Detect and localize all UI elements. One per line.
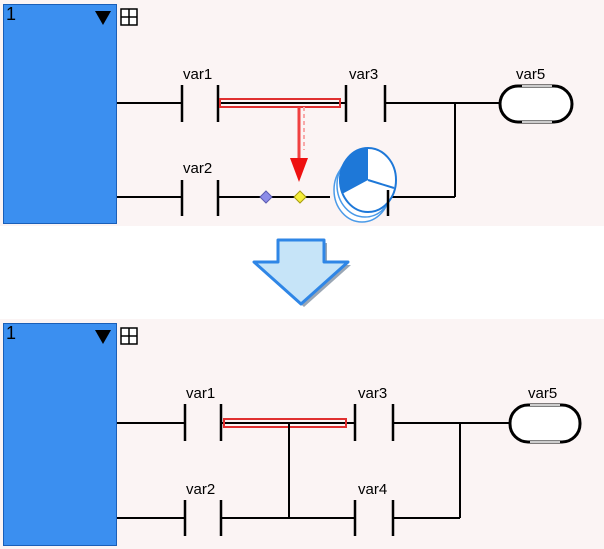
contact-var3[interactable] — [344, 85, 387, 122]
triangle-down-icon[interactable] — [94, 10, 112, 26]
connection-point-diamond-active[interactable] — [293, 190, 307, 204]
rail-number-label: 1 — [6, 323, 17, 343]
power-rail[interactable] — [3, 4, 117, 224]
contact-label-var4: var4 — [358, 481, 388, 498]
contact-var4[interactable] — [353, 500, 395, 536]
contact-label-var3: var3 — [358, 385, 388, 402]
triangle-down-icon[interactable] — [94, 329, 112, 345]
ladder-editor-after: 1 — [0, 319, 604, 549]
contact-var1[interactable] — [183, 404, 223, 441]
contact-var2[interactable] — [180, 180, 220, 216]
contact-label-var3: var3 — [349, 66, 379, 83]
contact-var1[interactable] — [180, 85, 220, 122]
connection-point-diamond[interactable] — [259, 190, 273, 204]
contact-var3[interactable] — [353, 404, 395, 441]
power-rail[interactable] — [3, 323, 117, 546]
grid-plus-icon[interactable] — [120, 327, 138, 345]
coil-label-var5: var5 — [528, 385, 558, 402]
pie-cursor-icon — [333, 147, 397, 223]
contact-label-var2: var2 — [183, 160, 213, 177]
selected-wire[interactable] — [223, 418, 347, 428]
coil-label-var5: var5 — [516, 66, 546, 83]
contact-label-var2: var2 — [186, 481, 216, 498]
red-arrow-icon — [290, 107, 308, 182]
selected-wire[interactable] — [219, 98, 341, 108]
coil-var5[interactable] — [498, 84, 574, 124]
grid-plus-icon[interactable] — [120, 8, 138, 26]
ladder-rungs-after — [117, 403, 582, 536]
rail-number-label: 1 — [6, 4, 17, 24]
ladder-rungs-before — [117, 84, 574, 223]
contact-var2[interactable] — [183, 500, 223, 536]
contact-label-var1: var1 — [183, 66, 213, 83]
ladder-editor-before: 1 — [0, 0, 604, 226]
transition-area — [0, 226, 604, 319]
contact-label-var1: var1 — [186, 385, 216, 402]
coil-var5[interactable] — [508, 403, 582, 444]
arrow-down-icon — [252, 238, 351, 307]
